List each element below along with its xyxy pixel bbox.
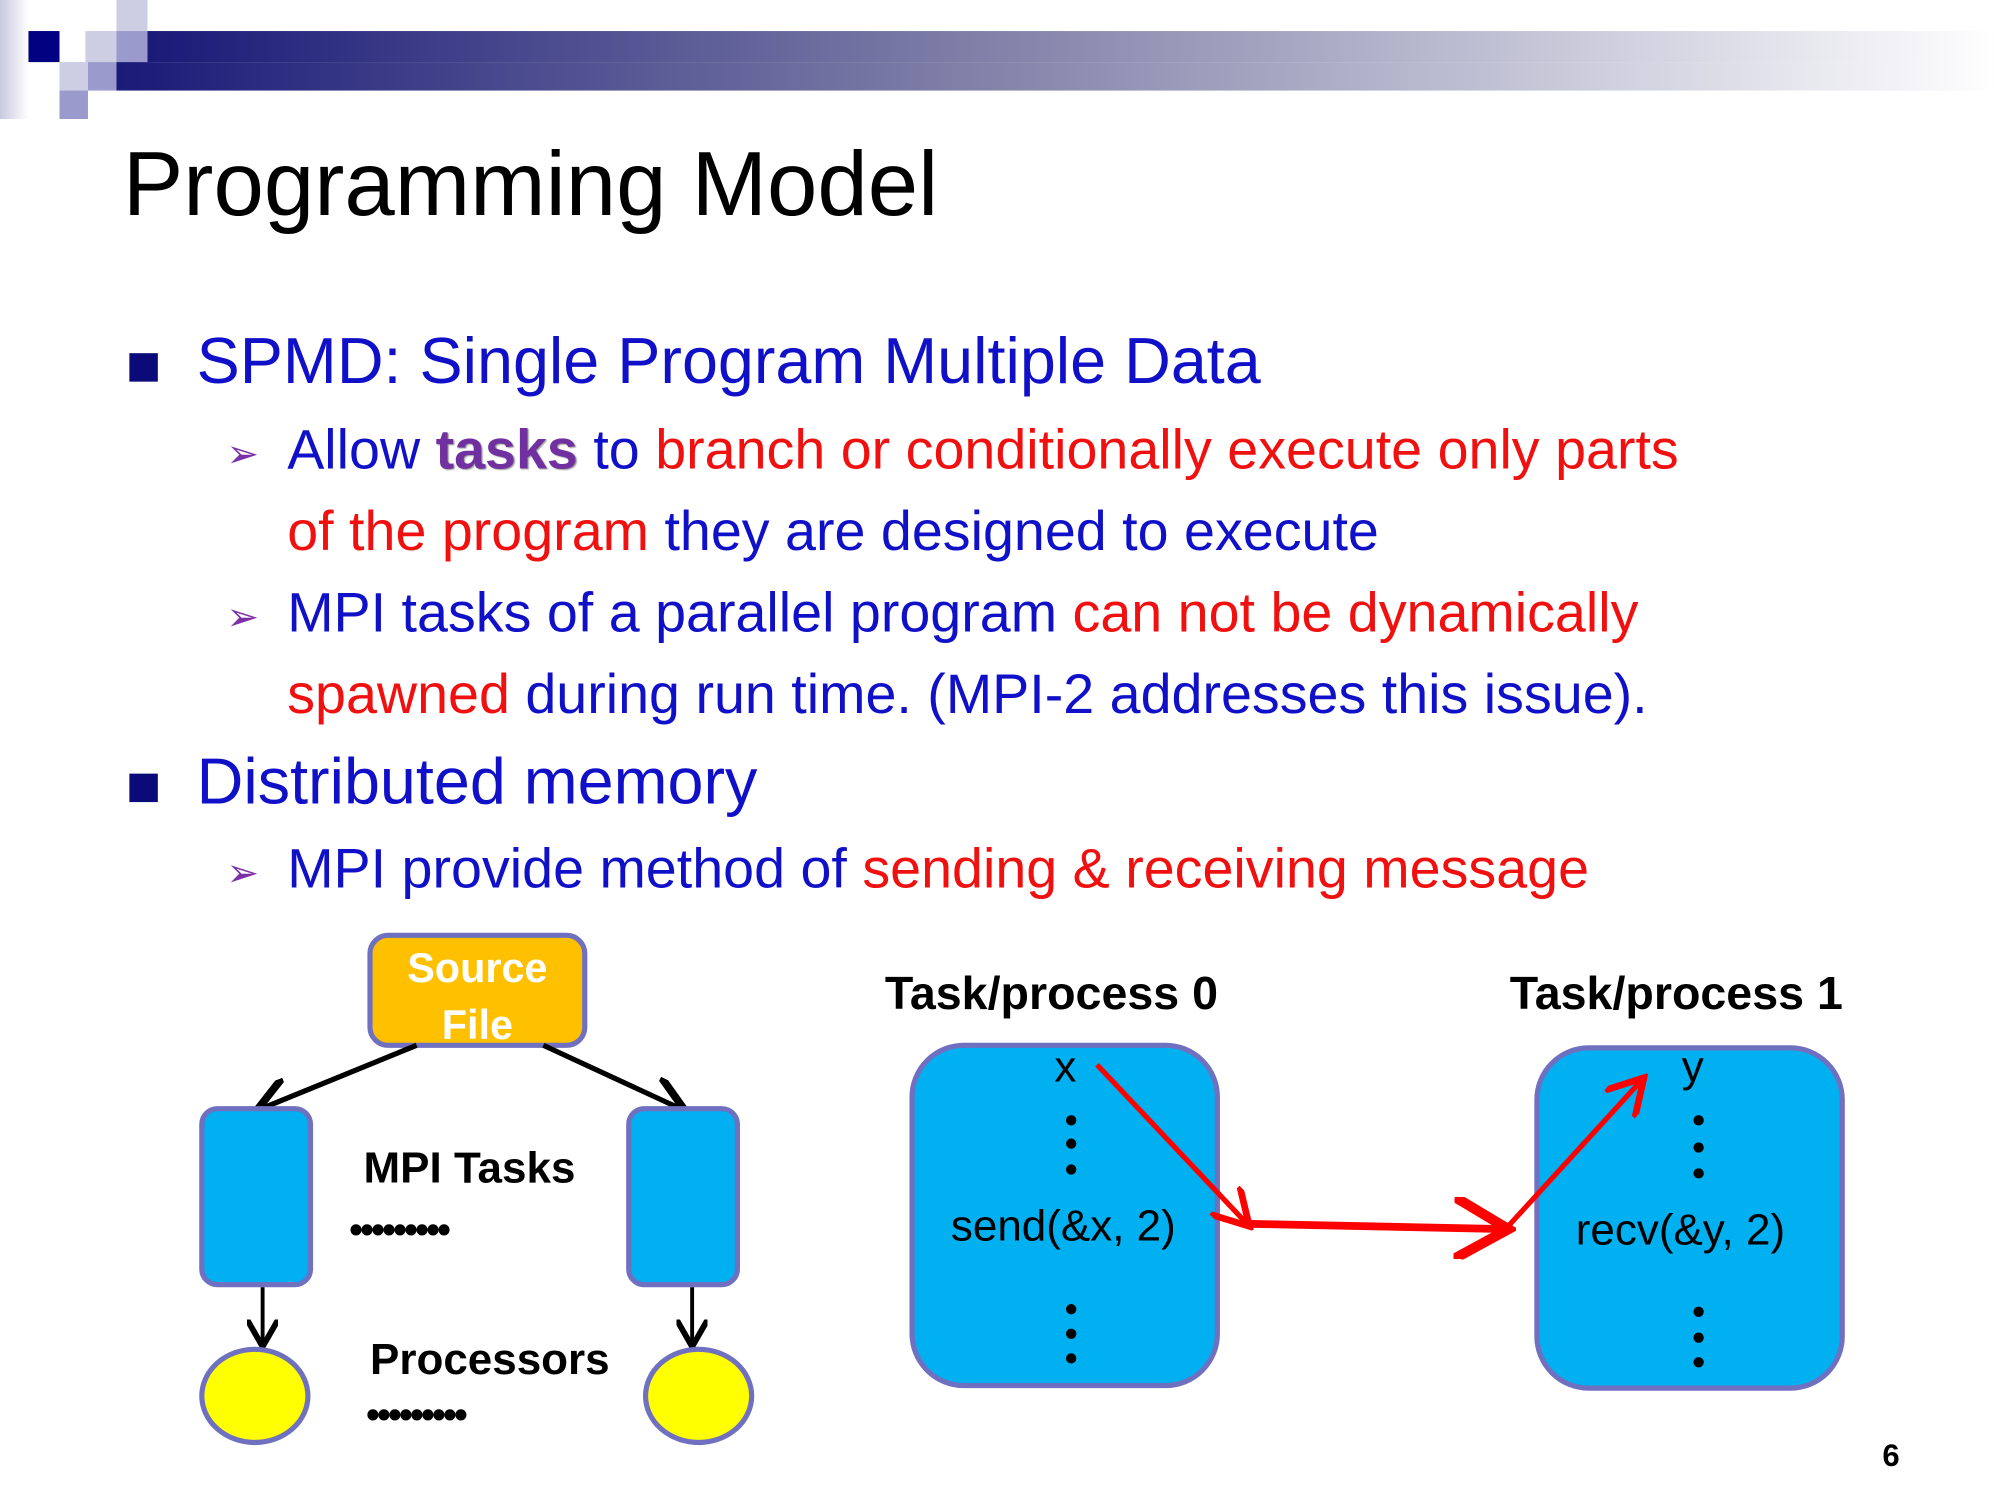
variable-y: y — [1681, 1042, 1704, 1092]
mpi-task-box-left — [199, 1106, 314, 1288]
processors-ellipsis: ••••••••• — [366, 1394, 468, 1438]
sub-bullet-mpi-tasks: MPI tasks of a parallel program can not … — [287, 582, 1639, 645]
arrow-left-task — [261, 1042, 418, 1108]
message-arrow-recv — [1501, 1082, 1640, 1234]
process1-label: Task/process 1 — [1509, 966, 1843, 1020]
sub-bullet-allow-tasks-cont: of the program they are designed to exec… — [287, 500, 1379, 563]
source-file-box — [367, 932, 588, 1048]
vertical-ellipsis-icons — [1066, 1115, 1704, 1368]
arrow-bullet-icon: ➢ — [226, 596, 259, 640]
sub-bullet-mpi-tasks-cont: spawned during run time. (MPI-2 addresse… — [287, 663, 1648, 726]
arrow-bullet-icon: ➢ — [226, 433, 259, 477]
processors-label: Processors — [369, 1335, 610, 1385]
process0-label: Task/process 0 — [884, 966, 1218, 1020]
sub-bullet-send-receive: MPI provide method of sending & receivin… — [287, 838, 1590, 901]
arrow-bullet-icon: ➢ — [226, 852, 259, 896]
send-call: send(&x, 2) — [950, 1201, 1176, 1252]
sub-bullet-allow-tasks: Allow tasks to branch or conditionally e… — [287, 419, 1679, 482]
message-arrow-send — [1095, 1062, 1246, 1223]
square-bullet-icon — [129, 353, 158, 382]
mpi-tasks-label: MPI Tasks — [363, 1143, 576, 1193]
processor-left — [199, 1346, 311, 1446]
arrow-right-task — [542, 1042, 680, 1108]
bullet-spmd: SPMD: Single Program Multiple Data — [196, 324, 1261, 398]
tasks-ellipsis: ••••••••• — [349, 1209, 451, 1253]
slide-title: Programming Model — [122, 133, 939, 235]
message-arrow-transfer — [1249, 1224, 1501, 1229]
process1-box — [1534, 1045, 1845, 1391]
mpi-task-box-right — [626, 1106, 740, 1288]
processor-right — [642, 1346, 755, 1446]
square-bullet-icon — [129, 773, 158, 803]
bullet-distributed-memory: Distributed memory — [196, 745, 758, 818]
recv-call: recv(&y, 2) — [1575, 1205, 1786, 1255]
variable-x: x — [1054, 1042, 1077, 1092]
page-number: 6 — [1882, 1438, 1900, 1474]
